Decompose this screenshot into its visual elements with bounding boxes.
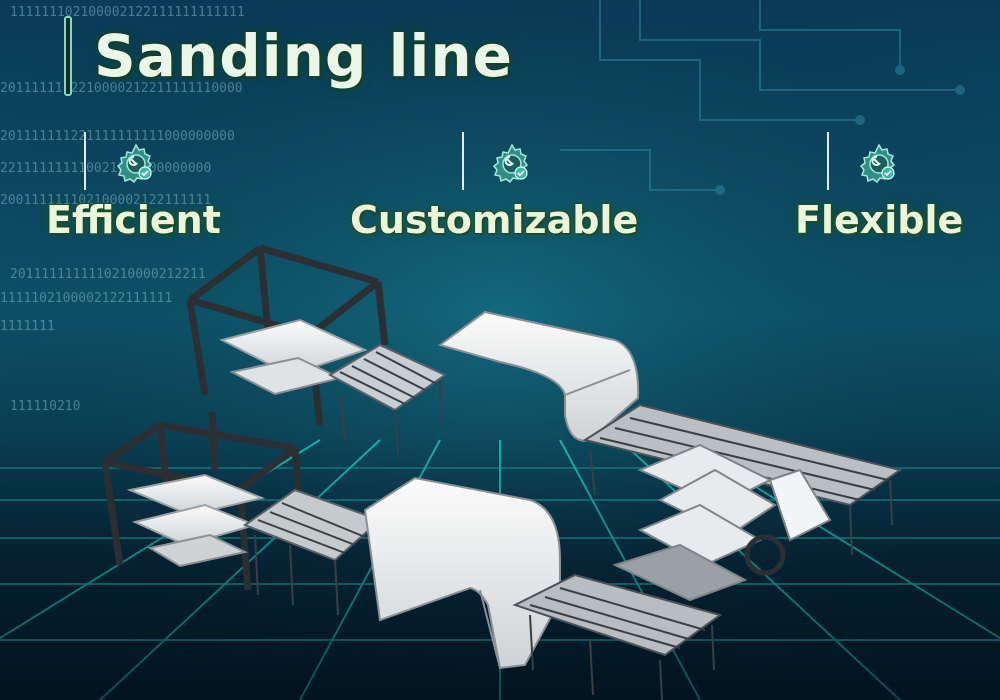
svg-text:2011111111110210000212211: 2011111111110210000212211 bbox=[10, 267, 206, 282]
feature-efficient: Efficient bbox=[46, 132, 284, 252]
svg-text:1111102100002122111111: 1111102100002122111111 bbox=[0, 291, 172, 306]
title-accent-bar bbox=[64, 16, 72, 96]
gear-wrench-check-icon bbox=[114, 142, 158, 186]
feature-label: Efficient bbox=[46, 198, 221, 242]
background-binary-text: 111111102100002122111111111111 201111111… bbox=[0, 5, 245, 414]
feature-divider bbox=[827, 132, 829, 190]
sanding-line-machinery bbox=[101, 244, 903, 700]
upper-conveyor bbox=[327, 343, 447, 456]
page-header: Sanding line bbox=[64, 14, 513, 98]
feature-customizable: Customizable bbox=[350, 132, 662, 252]
gear-wrench-check-icon bbox=[490, 142, 534, 186]
flap-turner bbox=[612, 443, 832, 602]
background-circuit-lines bbox=[560, 0, 965, 195]
svg-text:200111111102100002122111111: 200111111102100002122111111 bbox=[0, 193, 211, 208]
feature-divider bbox=[462, 132, 464, 190]
feature-label: Flexible bbox=[795, 198, 964, 242]
svg-text:221111111110021100000000000: 221111111110021100000000000 bbox=[0, 161, 211, 176]
page-title: Sanding line bbox=[94, 22, 513, 90]
svg-text:201111111221000021221111111000: 2011111112210000212211111110000 bbox=[0, 81, 243, 96]
gear-wrench-check-icon bbox=[857, 142, 901, 186]
feature-label: Customizable bbox=[350, 198, 639, 242]
feature-flexible: Flexible bbox=[795, 132, 987, 252]
feature-divider bbox=[84, 132, 86, 190]
svg-text:111110210: 111110210 bbox=[10, 399, 80, 414]
svg-text:1111111: 1111111 bbox=[0, 319, 55, 334]
svg-text:201111111221111111111000000000: 201111111221111111111000000000 bbox=[0, 129, 235, 144]
lower-conveyor bbox=[242, 488, 382, 616]
